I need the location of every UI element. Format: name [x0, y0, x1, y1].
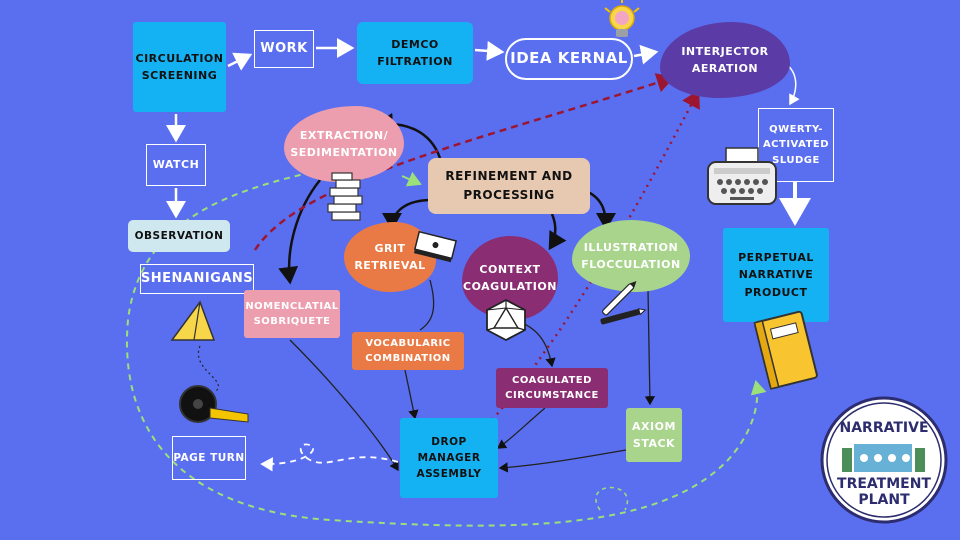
node-label: GRIT RETRIEVAL: [354, 241, 426, 272]
green-arrow-to-refinement: [401, 171, 422, 187]
blocks-tower-icon: [326, 172, 366, 222]
node-watch[interactable]: WATCH: [146, 144, 206, 186]
node-qwerty-sludge[interactable]: QWERTY- ACTIVATED SLUDGE: [758, 108, 834, 182]
line-coagulated-to-drop: [496, 407, 546, 449]
tape-measure-icon: [176, 382, 252, 428]
node-page-turn[interactable]: PAGE TURN: [172, 436, 246, 480]
node-label: REFINEMENT AND PROCESSING: [445, 169, 573, 202]
line-nomenclatial-to-drop: [289, 339, 399, 472]
node-label: NOMENCLATIAL SOBRIQUETE: [245, 300, 339, 328]
node-observation[interactable]: OBSERVATION: [128, 220, 230, 252]
node-label: PAGE TURN: [173, 451, 245, 464]
green-swirl-bottom: [595, 486, 629, 511]
node-drop-manager-assembly[interactable]: DROP MANAGER ASSEMBLY: [400, 418, 498, 498]
arrow-refinement-to-context: [548, 213, 567, 251]
node-label: OBSERVATION: [134, 229, 224, 242]
node-nomenclatial-sobriquete[interactable]: NOMENCLATIAL SOBRIQUETE: [244, 290, 340, 338]
node-label: WATCH: [152, 158, 200, 172]
line-axiom-to-drop: [498, 449, 627, 473]
node-illustration-flocculation[interactable]: ILLUSTRATION FLOCCULATION: [572, 220, 690, 292]
node-coagulated-circumstance[interactable]: COAGULATED CIRCUMSTANCE: [496, 368, 608, 408]
lightbulb-brain-icon: [604, 0, 640, 40]
line-illustration-to-axiom: [644, 289, 656, 406]
line-grit-to-vocabularic: [419, 279, 435, 331]
arrow-idea-to-interjector: [633, 44, 659, 65]
paper-plane-icon: [170, 300, 216, 346]
node-label: PERPETUAL NARRATIVE PRODUCT: [738, 251, 814, 299]
logo-title-top: NARRATIVE: [839, 420, 929, 436]
node-label: SHENANIGANS: [140, 270, 254, 286]
white-dashed-to-page-turn: [260, 443, 399, 472]
node-circulation-screening[interactable]: CIRCULATION SCREENING: [133, 22, 226, 112]
node-axiom-stack[interactable]: AXIOM STACK: [626, 408, 682, 462]
arrow-extraction-to-nomenclatial: [278, 179, 321, 285]
narrative-treatment-plant-logo: NARRATIVE TREATMENT PLANT: [820, 396, 948, 524]
node-shenanigans[interactable]: SHENANIGANS: [140, 264, 254, 294]
node-label: COAGULATED CIRCUMSTANCE: [505, 374, 599, 402]
arrow-circulation-to-work: [227, 52, 253, 71]
logo-title-bottom: PLANT: [858, 492, 910, 508]
card-deck-icon: [412, 230, 458, 264]
node-extraction-sedimentation[interactable]: EXTRACTION/ SEDIMENTATION: [284, 106, 404, 182]
typewriter-icon: [704, 146, 780, 208]
node-interjector-aeration[interactable]: INTERJECTOR AERATION: [660, 22, 790, 98]
node-label: QWERTY- ACTIVATED SLUDGE: [762, 123, 830, 166]
node-idea-kernal[interactable]: IDEA KERNAL: [505, 38, 633, 80]
node-label: DROP MANAGER ASSEMBLY: [416, 435, 482, 481]
node-label: EXTRACTION/ SEDIMENTATION: [290, 128, 398, 159]
book-icon: [750, 308, 822, 392]
arrow-demco-to-idea: [474, 40, 505, 61]
logo-title-middle: TREATMENT: [837, 476, 931, 492]
arrow-refinement-to-illustration: [587, 190, 616, 231]
line-vocabularic-to-drop: [404, 369, 419, 420]
paper-plane-trail: [197, 345, 219, 393]
node-label: VOCABULARIC COMBINATION: [365, 337, 451, 365]
node-label: IDEA KERNAL: [510, 49, 628, 68]
node-refinement-processing[interactable]: REFINEMENT AND PROCESSING: [428, 158, 590, 214]
node-label: DEMCO FILTRATION: [377, 37, 453, 68]
node-vocabularic-combination[interactable]: VOCABULARIC COMBINATION: [352, 332, 464, 370]
pens-icon: [598, 278, 648, 328]
node-label: WORK: [260, 40, 308, 56]
node-label: CIRCULATION SCREENING: [135, 51, 224, 82]
d20-die-icon: [484, 298, 528, 342]
node-label: AXIOM STACK: [632, 419, 676, 450]
node-label: CONTEXT COAGULATION: [463, 262, 557, 293]
node-work[interactable]: WORK: [254, 30, 314, 68]
green-dashed-loop-left: [126, 169, 767, 527]
red-dashed-loop-left: [253, 73, 675, 251]
node-label: INTERJECTOR AERATION: [681, 44, 769, 75]
node-grit-retrieval[interactable]: GRIT RETRIEVAL: [344, 222, 436, 292]
node-label: ILLUSTRATION FLOCCULATION: [581, 240, 681, 271]
node-perpetual-narrative-product[interactable]: PERPETUAL NARRATIVE PRODUCT: [723, 228, 829, 322]
node-demco-filtration[interactable]: DEMCO FILTRATION: [357, 22, 473, 84]
